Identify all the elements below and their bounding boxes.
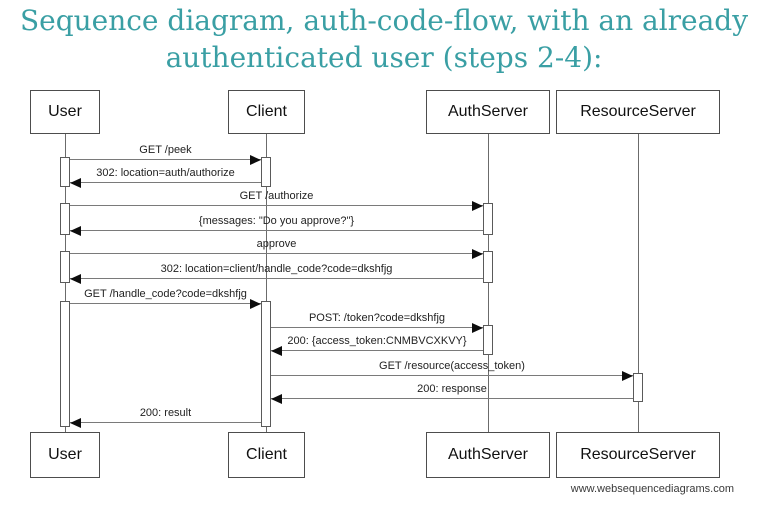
message-line-10 bbox=[271, 398, 633, 399]
message-line-3 bbox=[70, 230, 483, 231]
activation-authserver-8 bbox=[483, 325, 493, 355]
message-label-6: GET /handle_code?code=dkshfjg bbox=[84, 288, 247, 300]
message-line-8 bbox=[271, 350, 483, 351]
message-arrowhead-7 bbox=[472, 323, 483, 333]
message-label-7: POST: /token?code=dkshfjg bbox=[308, 312, 446, 324]
message-line-4 bbox=[70, 253, 483, 254]
message-line-1 bbox=[70, 182, 261, 183]
message-arrowhead-2 bbox=[472, 201, 483, 211]
page-title: Sequence diagram, auth-code-flow, with a… bbox=[0, 2, 768, 76]
actor-box-bottom-user: User bbox=[30, 432, 100, 478]
message-arrowhead-10 bbox=[271, 394, 282, 404]
actor-box-bottom-client: Client bbox=[228, 432, 305, 478]
message-line-0 bbox=[70, 159, 261, 160]
activation-resourceserver-9 bbox=[633, 373, 643, 402]
message-label-5: 302: location=client/handle_code?code=dk… bbox=[160, 263, 393, 275]
message-arrowhead-0 bbox=[250, 155, 261, 165]
message-label-8: 200: {access_token:CNMBVCXKVY} bbox=[287, 335, 467, 347]
watermark-url: www.websequencediagrams.com bbox=[570, 483, 734, 495]
message-label-0: GET /peek bbox=[139, 144, 192, 156]
actor-box-top-authserver: AuthServer bbox=[426, 90, 550, 134]
message-line-7 bbox=[271, 327, 483, 328]
page-title-line2: authenticated user (steps 2-4): bbox=[165, 41, 603, 74]
message-label-2: GET /authorize bbox=[239, 190, 314, 202]
lifeline-client bbox=[266, 134, 267, 432]
activation-authserver-6 bbox=[483, 203, 493, 235]
message-arrowhead-6 bbox=[250, 299, 261, 309]
message-line-11 bbox=[70, 422, 261, 423]
lifeline-resourceserver bbox=[638, 134, 639, 432]
message-line-5 bbox=[70, 278, 483, 279]
message-label-4: approve bbox=[256, 238, 297, 250]
message-line-2 bbox=[70, 205, 483, 206]
activation-client-5 bbox=[261, 301, 271, 427]
message-arrowhead-11 bbox=[70, 418, 81, 428]
actor-box-top-client: Client bbox=[228, 90, 305, 134]
message-label-9: GET /resource(access_token) bbox=[379, 360, 525, 372]
message-label-10: 200: response bbox=[417, 383, 487, 395]
message-line-6 bbox=[70, 303, 261, 304]
activation-user-1 bbox=[60, 203, 70, 235]
activation-user-2 bbox=[60, 251, 70, 283]
activation-client-4 bbox=[261, 157, 271, 187]
message-arrowhead-9 bbox=[622, 371, 633, 381]
message-arrowhead-4 bbox=[472, 249, 483, 259]
message-line-9 bbox=[271, 375, 633, 376]
activation-authserver-7 bbox=[483, 251, 493, 283]
activation-user-3 bbox=[60, 301, 70, 427]
actor-box-bottom-authserver: AuthServer bbox=[426, 432, 550, 478]
message-arrowhead-5 bbox=[70, 274, 81, 284]
message-arrowhead-3 bbox=[70, 226, 81, 236]
lifeline-authserver bbox=[488, 134, 489, 432]
actor-box-bottom-resourceserver: ResourceServer bbox=[556, 432, 720, 478]
actor-box-top-user: User bbox=[30, 90, 100, 134]
actor-box-top-resourceserver: ResourceServer bbox=[556, 90, 720, 134]
message-label-1: 302: location=auth/authorize bbox=[96, 167, 235, 179]
message-arrowhead-1 bbox=[70, 178, 81, 188]
lifeline-user bbox=[65, 134, 66, 432]
message-arrowhead-8 bbox=[271, 346, 282, 356]
activation-user-0 bbox=[60, 157, 70, 187]
message-label-11: 200: result bbox=[139, 407, 192, 419]
page-title-line1: Sequence diagram, auth-code-flow, with a… bbox=[19, 4, 749, 37]
message-label-3: {messages: "Do you approve?"} bbox=[198, 215, 355, 227]
